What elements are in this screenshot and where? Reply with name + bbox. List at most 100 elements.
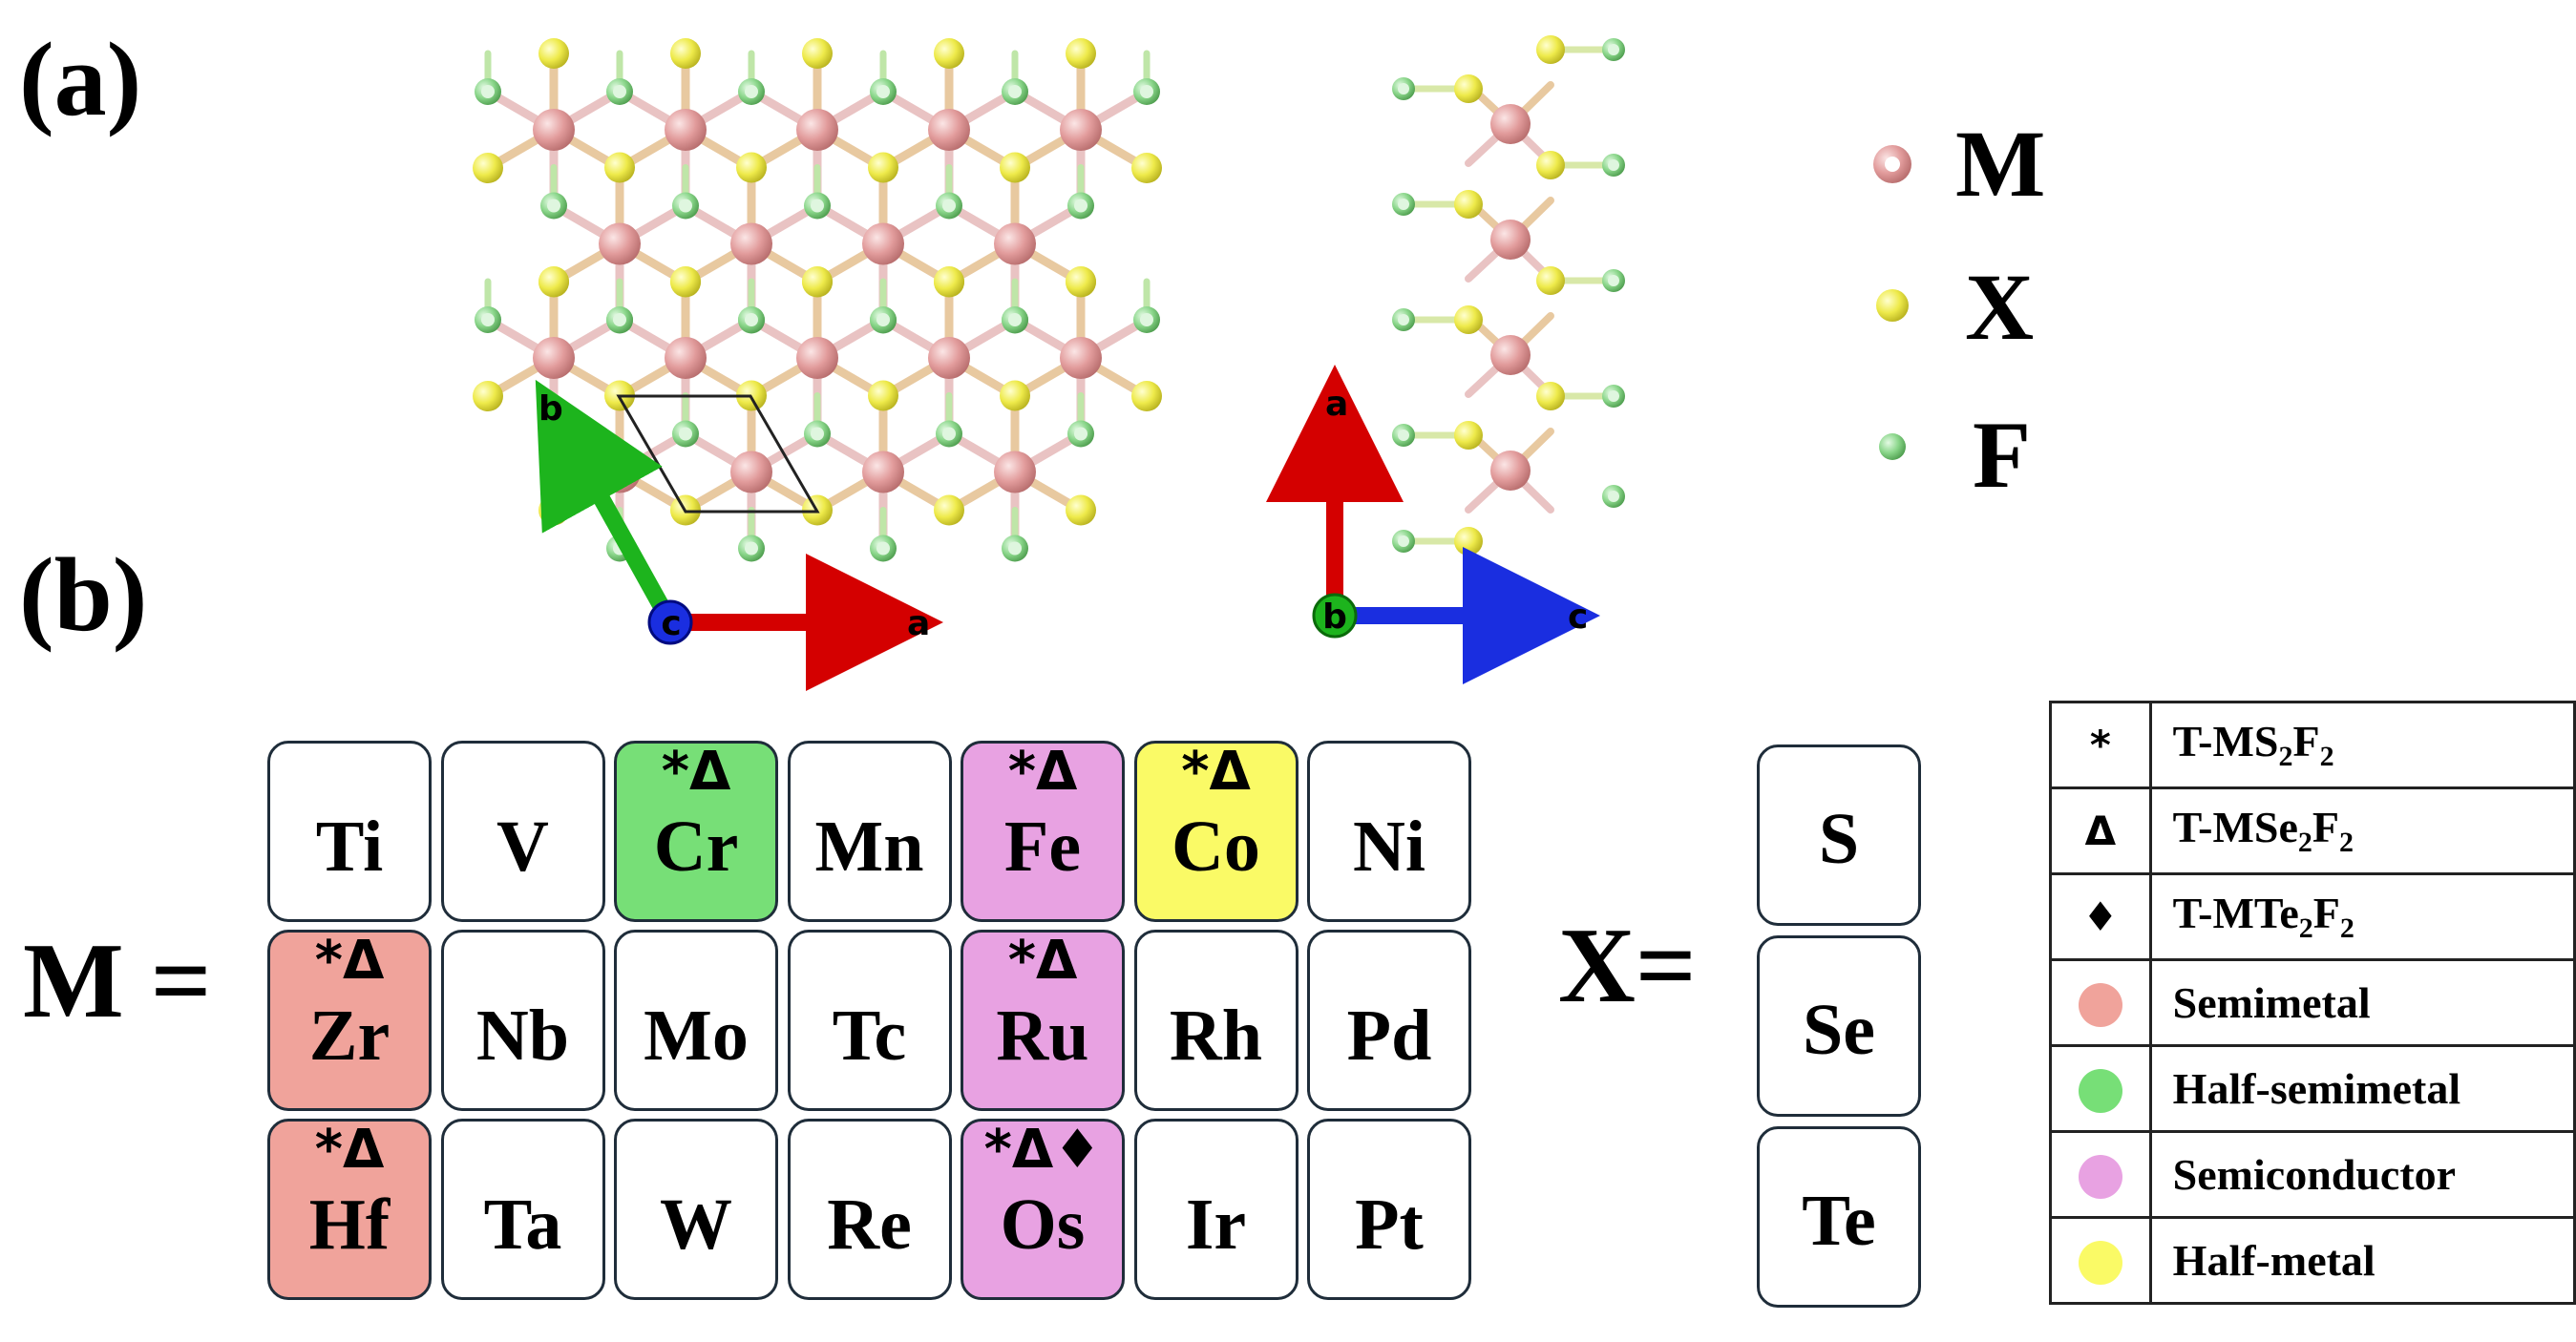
f-atom-core [876,541,890,556]
f-atom-core [1140,85,1153,98]
x-atom [1536,151,1565,179]
m-atom [1490,451,1531,491]
side-axis-c-label: c [1568,598,1588,637]
f-atom-core [613,313,626,326]
x-atom [802,266,833,297]
legend-f-label: F [1973,402,2031,508]
x-element-symbol: Te [1802,1181,1876,1261]
element-symbol: Pd [1346,996,1432,1076]
m-equals-label: M = [23,922,212,1040]
f-atom-core [679,199,692,213]
element-cell-0-0: Ti [267,741,432,922]
m-atom [1060,109,1102,151]
f-atom-core [745,313,758,326]
f-atom-core [1608,159,1619,171]
element-cell-0-1: V [440,741,605,922]
x-atom [473,153,503,183]
element-cell-0-3: Mn [787,741,952,922]
half-semimetal-dot [2078,1068,2122,1113]
f-atom-core [1398,199,1409,210]
element-symbol: Zr [308,996,391,1076]
element-symbol: Re [827,1185,912,1265]
crystal-structure-figure: c a b b a c M X F [473,35,2045,691]
f-atom-core [745,541,758,556]
x-atom [538,266,569,297]
element-symbol: Mo [644,996,749,1076]
key-row: Half-metal [2049,1216,2576,1305]
m-atom [928,337,970,379]
atom-legend: M X F [1873,111,2045,508]
element-cell-2-6: Pt [1307,1119,1471,1300]
element-marks: *Δ [314,930,385,992]
key-label: T-MS2F2 [2148,701,2576,789]
x-atom [604,152,635,183]
element-cell-1-1: Nb [440,930,605,1111]
f-atom-core [1074,427,1087,441]
half-metal-dot [2078,1240,2122,1285]
key-label: Semimetal [2148,958,2576,1047]
axis-c-label: c [661,604,681,643]
x-atom [934,494,964,526]
x-equals-label: X= [1558,907,1697,1025]
m-atom [533,337,575,379]
axis-a-label: a [907,604,930,643]
m-atom [928,109,970,151]
element-marks: *Δ [314,1119,385,1181]
key-marker: * [2049,701,2152,789]
f-atom-core [1074,199,1087,213]
f-atom-core [1008,541,1022,556]
element-symbol: Os [1000,1185,1086,1265]
x-atom [538,494,569,526]
m-atom [994,222,1036,265]
element-symbol: Hf [308,1185,391,1265]
x-atom [473,381,503,411]
f-atom-core [876,85,890,98]
x-atom [1536,382,1565,410]
element-cell-2-4: *Δ♦Os [961,1119,1125,1300]
m-atom [599,222,641,265]
m-atom [533,109,575,151]
f-atom-core [1608,491,1619,502]
x-atom [802,38,833,69]
legend-m-label: M [1955,111,2045,217]
m-atom [1490,335,1531,375]
semiconductor-dot [2078,1154,2122,1199]
x-atom [1454,527,1483,556]
element-cell-2-5: Ir [1133,1119,1299,1300]
key-row: ♦ T-MTe2F2 [2049,872,2576,961]
f-atom-core [481,85,495,98]
f-atom-core [1398,535,1409,547]
x-element-symbol: Se [1803,990,1875,1070]
key-row: Δ T-MSe2F2 [2049,786,2576,875]
m-atom [796,109,838,151]
element-symbol: W [660,1185,732,1265]
f-atom-core [1008,313,1022,326]
f-atom-core [811,427,824,441]
classification-key-table: * T-MS2F2 Δ T-MSe2F2 ♦ T-MTe2F2 Semimeta… [2049,701,2576,1305]
key-label: Half-metal [2148,1216,2576,1305]
m-atom [665,109,707,151]
x-atom [1536,35,1565,64]
f-atom-core [1008,85,1022,98]
f-atom-core [1398,314,1409,325]
x-atom [1454,190,1483,219]
element-symbol: Rh [1169,996,1263,1076]
m-atom [1060,337,1102,379]
f-atom-core [1608,275,1619,286]
m-atom [862,222,904,265]
element-marks: *Δ [1007,930,1078,992]
element-symbol: Ir [1185,1185,1247,1265]
x-element-symbol: S [1818,799,1860,879]
x-element-cell-0: S [1757,744,1921,926]
x-atom [868,380,898,411]
element-cell-2-2: W [614,1119,778,1300]
m-atom [1490,220,1531,260]
semimetal-dot [2078,982,2122,1027]
key-row: Half-semimetal [2049,1044,2576,1133]
